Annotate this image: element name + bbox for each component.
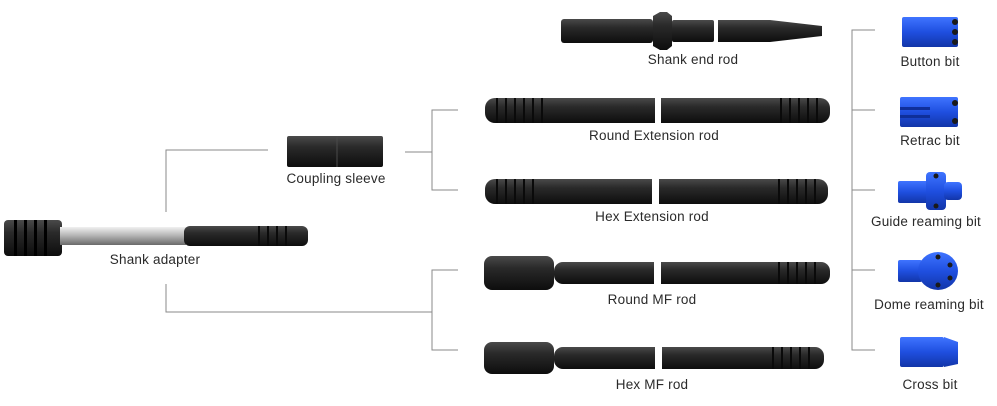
button-bit-image bbox=[902, 17, 958, 47]
hex-mf-rod-image bbox=[484, 336, 824, 380]
dome-reaming-bit-image bbox=[898, 252, 958, 290]
shank-end-rod-label: Shank end rod bbox=[647, 52, 739, 67]
round-extension-rod-label: Round Extension rod bbox=[589, 128, 719, 143]
connector-lines bbox=[165, 29, 875, 351]
guide-reaming-bit-image bbox=[898, 172, 962, 210]
shank-adapter-label: Shank adapter bbox=[109, 252, 201, 267]
button-bit-label: Button bit bbox=[900, 54, 960, 69]
coupling-sleeve-label: Coupling sleeve bbox=[286, 171, 386, 186]
retrac-bit-image bbox=[900, 97, 958, 127]
hex-mf-rod-label: Hex MF rod bbox=[615, 377, 689, 392]
hex-extension-rod-image bbox=[485, 172, 828, 210]
dome-reaming-bit-label: Dome reaming bit bbox=[874, 297, 984, 312]
cross-bit-label: Cross bit bbox=[902, 377, 958, 392]
round-extension-rod-image bbox=[485, 92, 830, 130]
hex-extension-rod-label: Hex Extension rod bbox=[595, 209, 709, 224]
guide-reaming-bit-label: Guide reaming bit bbox=[871, 214, 981, 229]
round-mf-rod-label: Round MF rod bbox=[607, 292, 697, 307]
cross-bit-image bbox=[900, 337, 958, 367]
coupling-sleeve-image bbox=[287, 136, 383, 167]
shank-end-rod-image bbox=[561, 12, 822, 50]
shank-adapter-image bbox=[4, 220, 308, 256]
retrac-bit-label: Retrac bit bbox=[900, 133, 960, 148]
round-mf-rod-image bbox=[484, 250, 830, 294]
